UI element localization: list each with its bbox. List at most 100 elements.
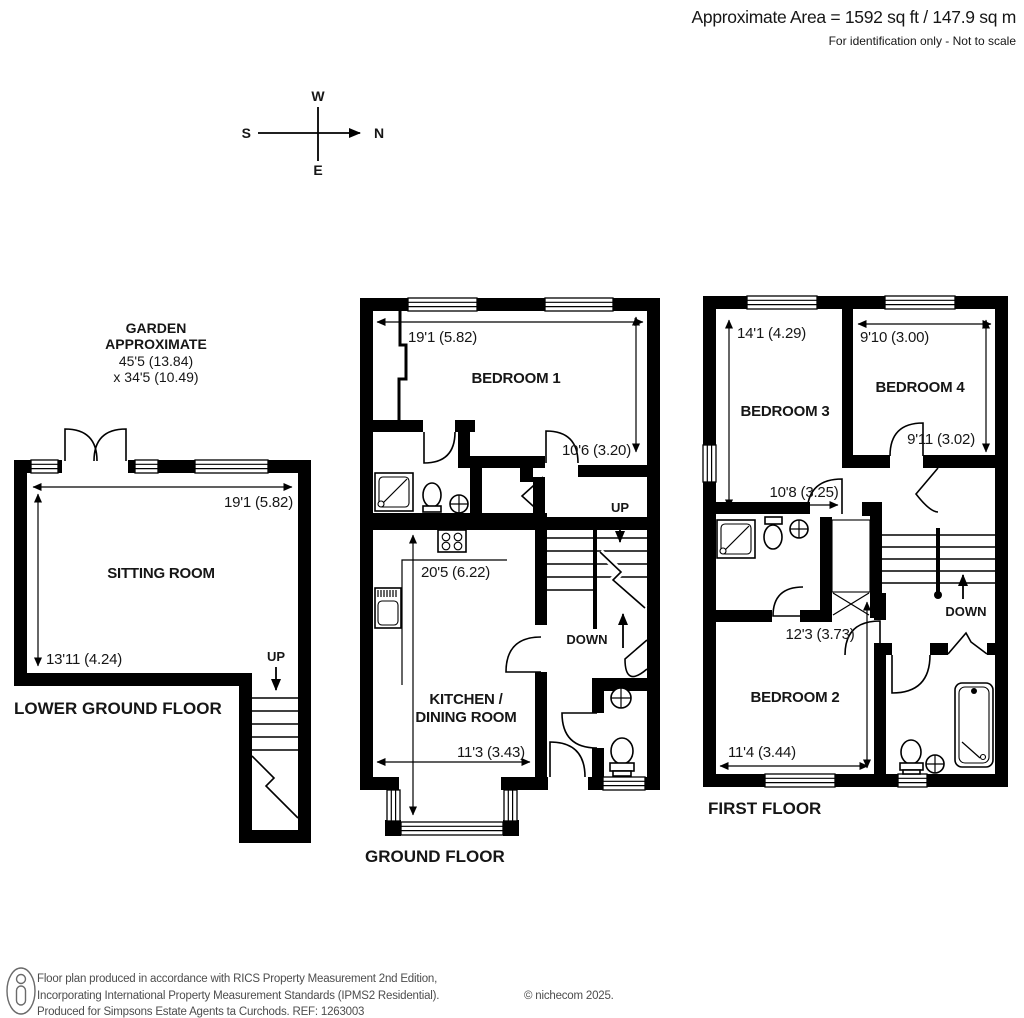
counter-line — [401, 559, 507, 685]
window — [134, 459, 159, 474]
ground-doors — [423, 430, 648, 778]
floor-label-lower-ground: LOWER GROUND FLOOR — [14, 699, 222, 718]
dimension-label: 19'1 (5.82) — [408, 329, 477, 346]
ground-floor-plan: 19'1 (5.82) 10'6 (3.20) 20'5 (6.22) 11'3… — [360, 297, 660, 866]
window — [897, 773, 928, 788]
window — [544, 297, 614, 312]
window — [400, 821, 504, 836]
garden-note: GARDEN APPROXIMATE 45'5 (13.84) x 34'5 (… — [105, 320, 207, 385]
airing-cupboard — [831, 519, 871, 616]
shower — [374, 472, 414, 512]
room-label-bedroom3: BEDROOM 3 — [740, 403, 829, 420]
door-arc — [549, 741, 586, 778]
room-label-bedroom4: BEDROOM 4 — [875, 379, 965, 396]
bedroom1-partition — [397, 311, 408, 420]
bay-window — [385, 789, 519, 836]
room-label-kitchen-line2: DINING ROOM — [415, 709, 516, 726]
dimension-label: 11'3 (3.43) — [457, 744, 525, 761]
stair-break-line — [599, 551, 646, 609]
first-stairs — [882, 534, 995, 599]
stair-down-label: DOWN — [566, 632, 607, 647]
footer-line3: Produced for Simpsons Estate Agents ta C… — [37, 1006, 364, 1018]
french-doors — [62, 428, 128, 473]
bifold-door — [947, 631, 988, 655]
ground-windows — [399, 297, 646, 791]
identification-note: For identification only - Not to scale — [829, 34, 1017, 48]
dimension-label: 9'11 (3.02) — [907, 431, 975, 448]
toilet — [609, 737, 635, 777]
lower-ground-windows — [30, 459, 269, 474]
toilet — [763, 516, 783, 550]
window — [746, 295, 818, 310]
door-arc — [93, 428, 127, 462]
door-arc — [889, 422, 924, 457]
ground-stairs — [547, 519, 648, 648]
floor-label-first: FIRST FLOOR — [708, 799, 821, 818]
stair-up-label: UP — [267, 649, 285, 664]
lower-ground-floor-plan: 19'1 (5.82) 13'11 (4.24) GARDEN APPROXIM… — [14, 320, 311, 843]
dimension-label: 9'10 (3.00) — [860, 329, 929, 346]
door-arc — [914, 467, 939, 513]
ground-bathroom-fixtures — [374, 472, 469, 514]
room-label-bedroom1: BEDROOM 1 — [471, 370, 560, 387]
dimension-label: 10'8 (3.25) — [769, 484, 838, 501]
door-arc — [423, 431, 456, 464]
door-arc — [844, 620, 881, 656]
window — [702, 444, 717, 483]
room-label-kitchen-line1: KITCHEN / — [429, 691, 503, 708]
footer-line2: Incorporating International Property Mea… — [37, 990, 439, 1002]
window — [602, 776, 646, 791]
approximate-area-text: Approximate Area = 1592 sq ft / 147.9 sq… — [692, 7, 1016, 27]
footer-line1: Floor plan produced in accordance with R… — [37, 973, 437, 985]
ensuite-fixtures — [716, 516, 809, 559]
stair-down-label: DOWN — [945, 604, 986, 619]
ground-dimensions: 19'1 (5.82) 10'6 (3.20) 20'5 (6.22) 11'3… — [376, 316, 644, 816]
toilet — [899, 739, 924, 775]
hob — [437, 529, 467, 553]
first-dimensions: 14'1 (4.29) 9'10 (3.00) 9'11 (3.02) 10'8… — [719, 319, 992, 770]
window — [407, 297, 478, 312]
first-floor-plan: 14'1 (4.29) 9'10 (3.00) 9'11 (3.02) 10'8… — [702, 295, 1008, 818]
compass-north-label: N — [374, 125, 384, 141]
door-arc — [624, 639, 648, 678]
room-label-bedroom2: BEDROOM 2 — [750, 689, 839, 706]
first-windows — [702, 295, 956, 788]
dimension-label: 13'11 (4.24) — [46, 651, 122, 668]
bathtub — [954, 682, 994, 768]
floor-label-ground: GROUND FLOOR — [365, 847, 505, 866]
newel-post — [934, 591, 942, 599]
dimension-label: 10'6 (3.20) — [562, 442, 631, 459]
garden-dimension: 45'5 (13.84) — [119, 353, 193, 369]
window — [30, 459, 59, 474]
garden-label: GARDEN — [126, 320, 187, 336]
bathroom-fixtures — [899, 682, 994, 775]
sink — [789, 519, 809, 539]
dimension-label: 20'5 (6.22) — [421, 564, 490, 581]
sink — [610, 687, 632, 709]
door-arc — [772, 586, 804, 617]
compass-west-label: W — [311, 88, 325, 104]
door-arc — [891, 654, 931, 694]
window — [503, 789, 518, 822]
compass-south-label: S — [242, 125, 251, 141]
kitchen-fixtures — [374, 529, 507, 685]
compass-icon: W S N E — [242, 88, 384, 178]
sink — [925, 754, 945, 774]
lower-ground-stairs — [251, 667, 299, 819]
window — [764, 773, 836, 788]
room-label-sitting-room: SITTING ROOM — [107, 565, 215, 582]
dimension-label: 19'1 (5.82) — [224, 494, 293, 511]
dimension-label: 12'3 (3.73) — [785, 626, 854, 643]
person-logo-icon — [6, 967, 36, 1015]
kitchen-sink — [374, 587, 402, 629]
compass-east-label: E — [313, 162, 322, 178]
garden-label: APPROXIMATE — [105, 336, 207, 352]
newel-post — [591, 517, 599, 525]
door-arc — [505, 636, 542, 673]
shower — [716, 519, 756, 559]
door-arc — [64, 428, 98, 462]
dimension-label: 14'1 (4.29) — [737, 325, 806, 342]
window — [884, 295, 956, 310]
